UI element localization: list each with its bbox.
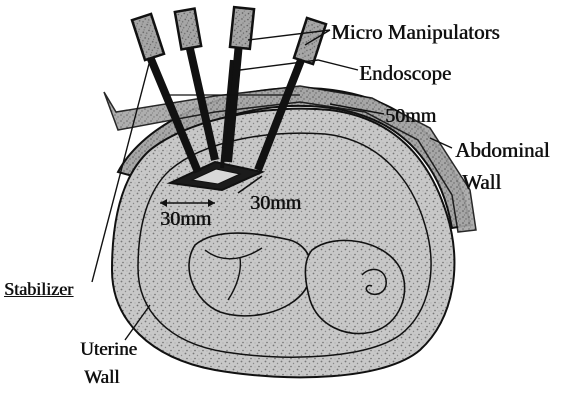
label-micro-manipulators: Micro Manipulators bbox=[331, 22, 500, 43]
instrument-tip-icon bbox=[230, 7, 254, 49]
label-30mm-right: 30mm bbox=[250, 193, 301, 213]
label-endoscope: Endoscope bbox=[359, 63, 451, 84]
label-abdominal-wall: Wall bbox=[462, 172, 501, 193]
instrument-tip-icon bbox=[175, 9, 201, 50]
label-uterine: Uterine bbox=[80, 340, 137, 359]
label-stabilizer: Stabilizer bbox=[4, 280, 73, 298]
label-uterine-wall: Wall bbox=[84, 368, 119, 387]
label-abdominal: Abdominal bbox=[455, 140, 550, 161]
label-50mm: 50mm bbox=[385, 106, 436, 126]
instrument-tip-icon bbox=[294, 18, 326, 64]
label-30mm-left: 30mm bbox=[160, 209, 211, 229]
instrument-tip-icon bbox=[132, 14, 164, 60]
